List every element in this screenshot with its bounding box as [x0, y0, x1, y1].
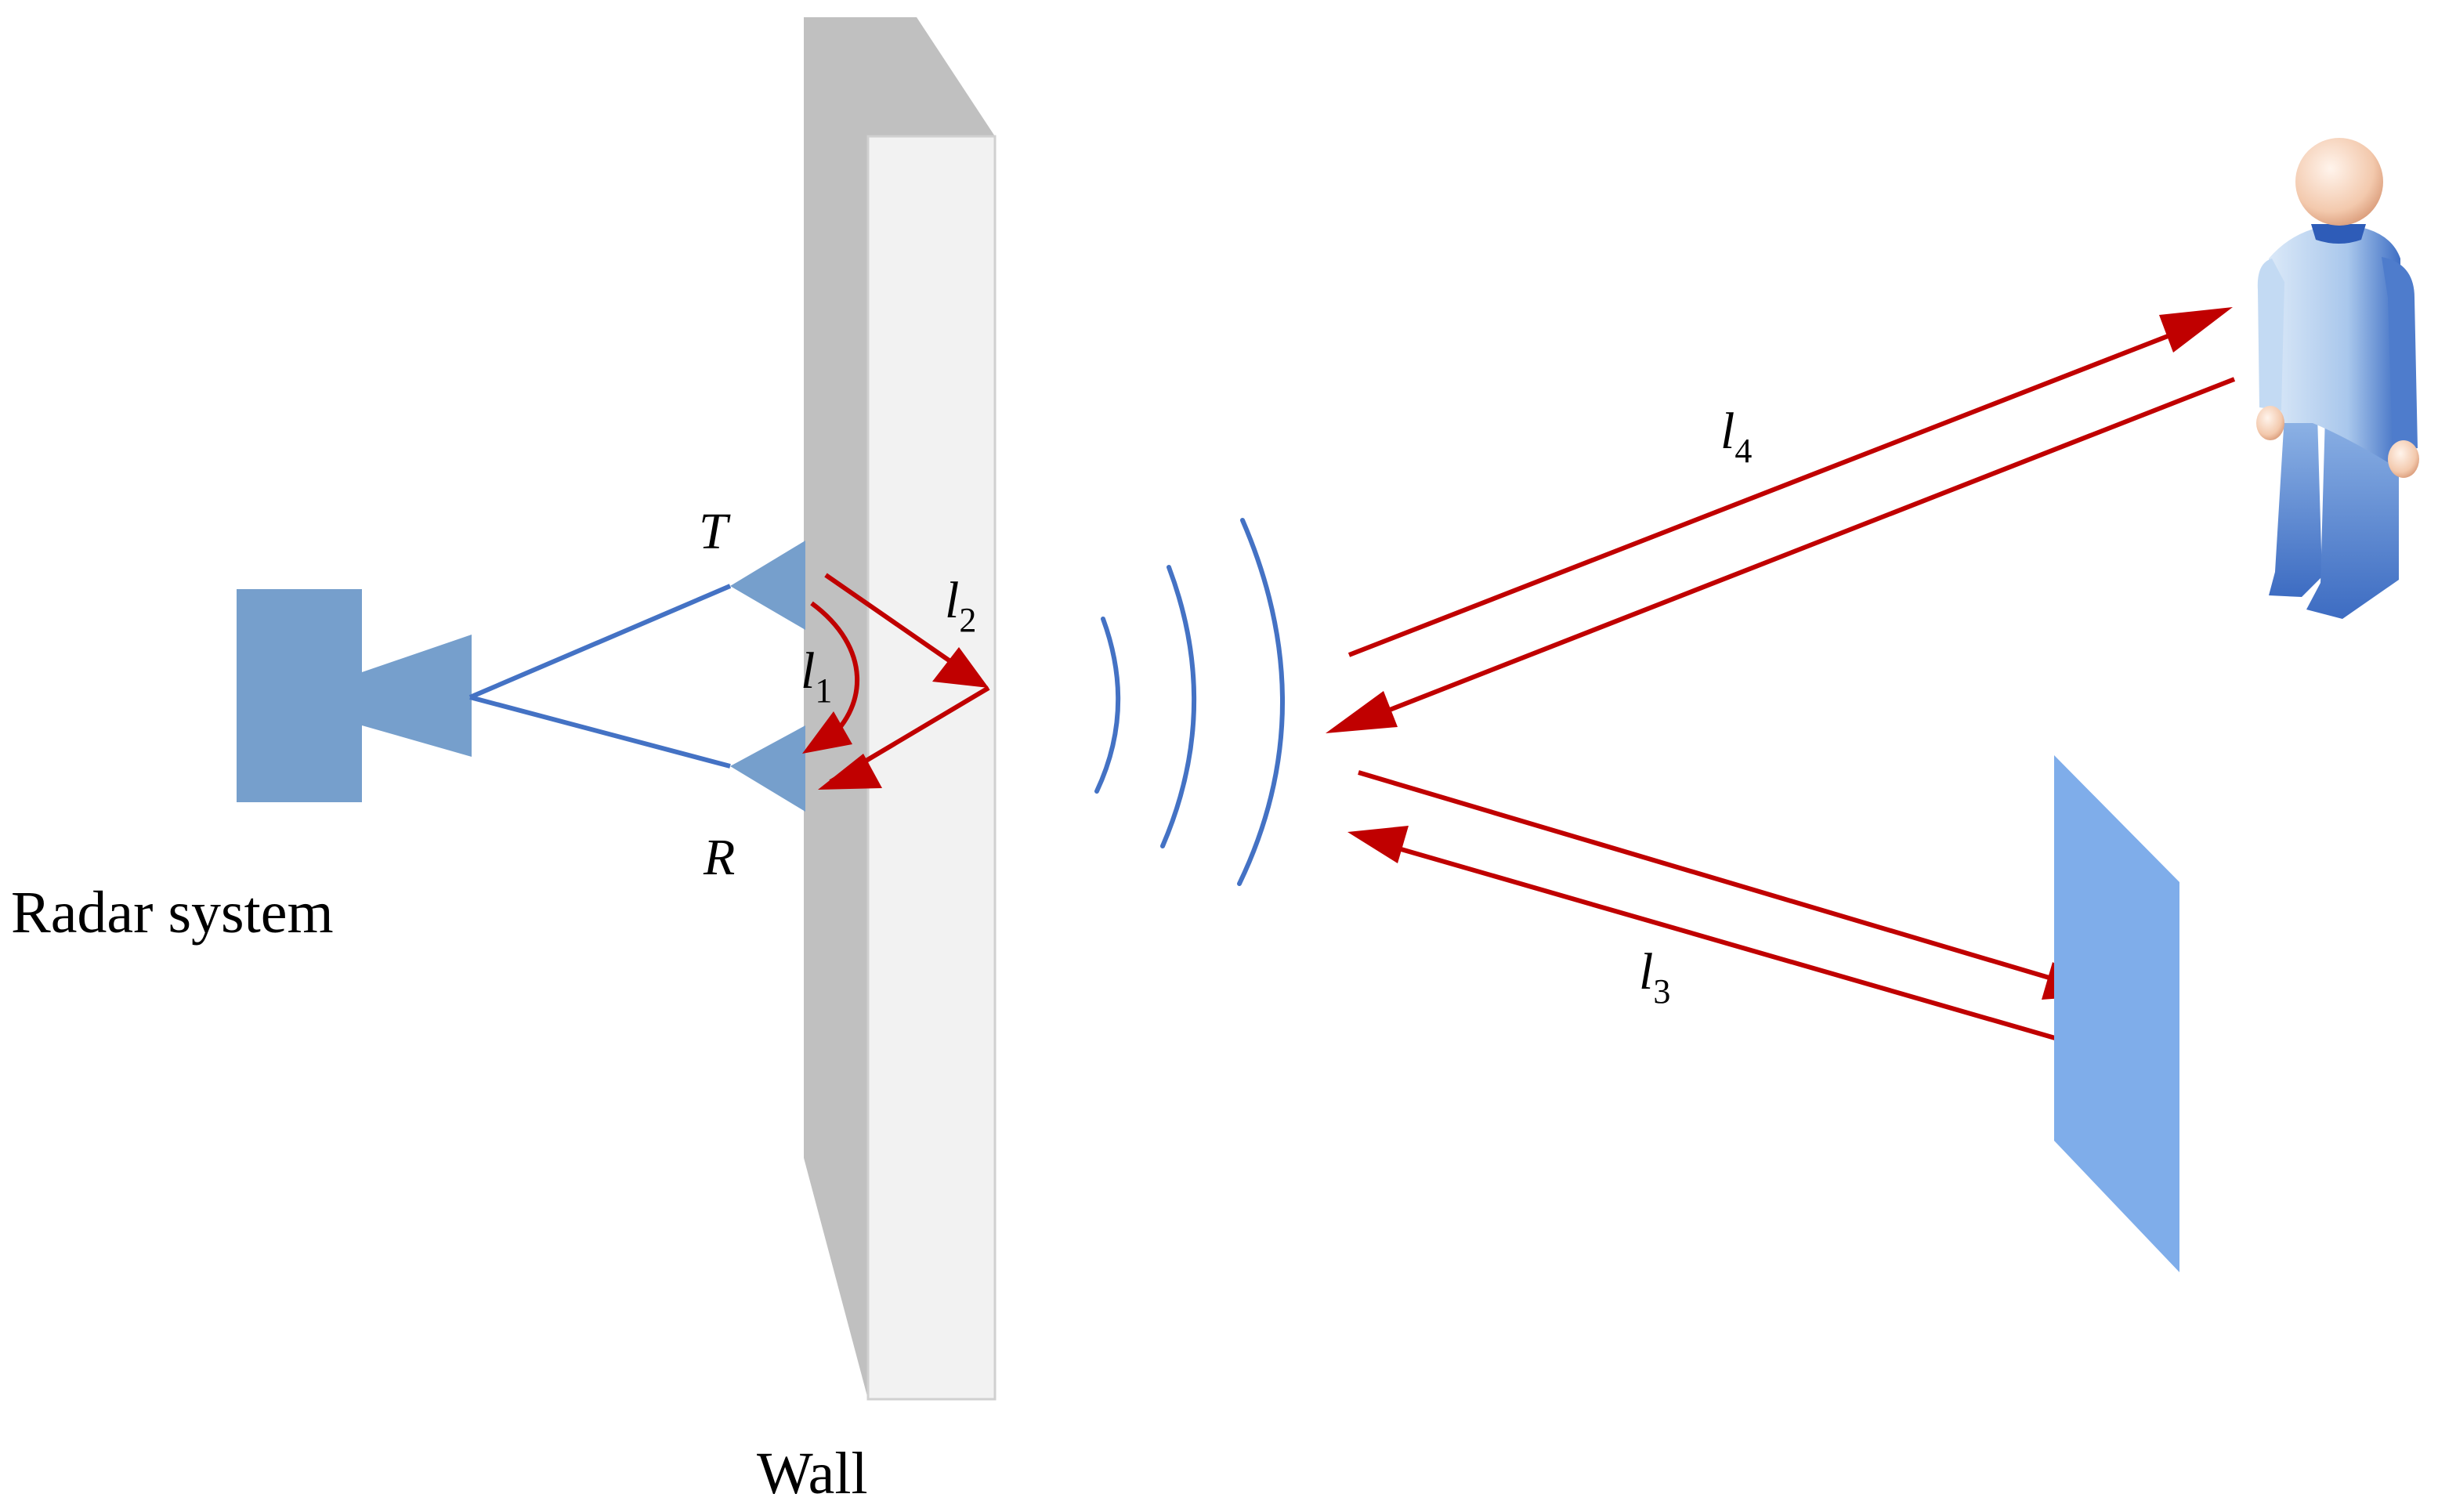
radar-system-label: Radar system	[11, 880, 334, 946]
human-torso	[2269, 224, 2400, 470]
transmit-antenna	[730, 541, 805, 630]
l1-arrowhead	[802, 711, 852, 754]
l4-outgoing-arrowhead	[2159, 307, 2233, 353]
human-right-arm	[2382, 257, 2418, 451]
wall: Wall	[757, 17, 997, 1507]
wall-front-face	[866, 135, 997, 1401]
plate-target	[2054, 755, 2179, 1272]
human-collar	[2311, 224, 2366, 244]
wave-fronts	[1094, 518, 1285, 886]
radar-system: Radar system	[11, 589, 472, 946]
receive-feed-line	[469, 695, 731, 769]
l4-return-arrowhead	[1326, 691, 1398, 733]
wave-front-outer	[1237, 518, 1285, 886]
path-l3-return-arrow	[1362, 836, 2091, 1051]
human-left-arm	[2257, 259, 2284, 411]
human-left-leg	[2269, 415, 2322, 597]
path-l2-label: l2	[945, 572, 976, 639]
wave-front-inner	[1094, 617, 1121, 794]
transmit-antenna-label: T	[699, 503, 731, 560]
signal-paths	[810, 319, 2236, 1051]
signal-arrowheads	[802, 307, 2233, 1000]
human-right-leg	[2306, 407, 2399, 619]
path-l4-return-arrow	[1352, 377, 2236, 726]
l2-reflected-arrowhead	[818, 754, 882, 790]
path-l4-label: l4	[1720, 403, 1752, 470]
wave-front-middle	[1160, 565, 1197, 848]
antennas: T R	[699, 503, 805, 886]
path-l2-incident-arrow	[824, 573, 970, 676]
path-l4-outgoing-arrow	[1347, 319, 2208, 657]
path-l3-label: l3	[1639, 943, 1670, 1011]
human-target	[2256, 138, 2419, 619]
transmit-feed-line	[468, 584, 732, 700]
path-l3-outgoing-arrow	[1358, 770, 2082, 989]
human-right-hand	[2388, 440, 2419, 478]
path-l1-label: l1	[801, 642, 832, 710]
radar-box	[237, 589, 362, 802]
human-head	[2295, 138, 2383, 226]
antenna-feed-lines	[468, 584, 732, 769]
human-left-hand	[2256, 406, 2284, 440]
radar-horn-antenna	[362, 635, 472, 757]
l2-incident-arrowhead	[932, 647, 989, 688]
path-labels: l1 l2 l3 l4	[801, 403, 1752, 1011]
wall-label: Wall	[757, 1441, 868, 1507]
receive-antenna	[730, 725, 805, 812]
l3-return-arrowhead	[1347, 826, 1409, 863]
receive-antenna-label: R	[703, 829, 735, 886]
